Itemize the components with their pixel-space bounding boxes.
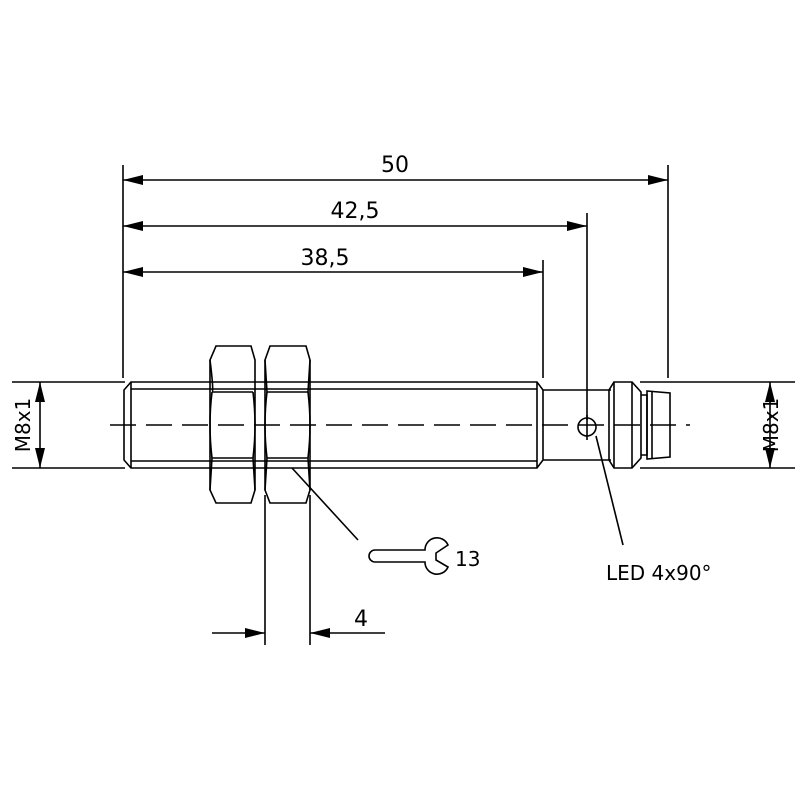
led-label: LED 4x90° <box>606 561 712 585</box>
dim-label-38-5: 38,5 <box>301 246 350 271</box>
wrench-size-label: 13 <box>455 547 480 571</box>
dim-label-thread-left: M8x1 <box>11 398 35 453</box>
dim-label-thread-right: M8x1 <box>759 398 783 453</box>
extension-lines <box>12 165 795 645</box>
led-leader-line <box>595 435 624 546</box>
threaded-body <box>123 381 544 469</box>
dim-label-42-5: 42,5 <box>331 199 380 224</box>
wrench-icon <box>368 536 450 576</box>
dim-label-4: 4 <box>354 607 368 632</box>
dim-label-50: 50 <box>381 153 409 178</box>
hex-nut-1 <box>209 345 256 504</box>
wrench-leader-line <box>291 467 359 541</box>
hex-nut-2 <box>264 345 311 504</box>
